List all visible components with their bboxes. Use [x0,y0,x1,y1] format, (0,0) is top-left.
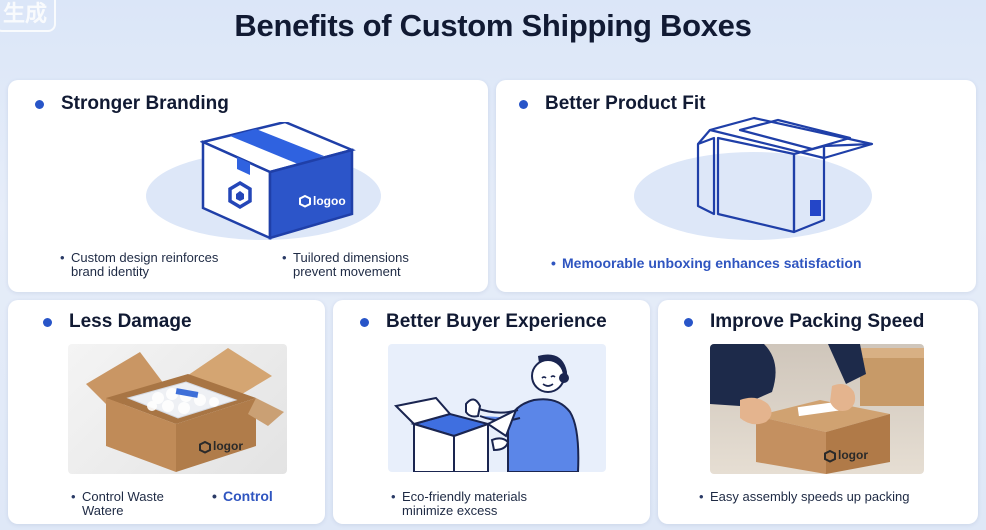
bullet-item: Tuilored dimensions prevent movement [282,251,442,279]
card-better-product-fit: Better Product Fit Memoorable unboxing e… [496,80,976,292]
card-stronger-branding: Stronger Branding logoo Custom design re… [8,80,488,292]
bullet-dot-icon [43,317,52,327]
bullet-item: Memoorable unboxing enhances satisfactio… [551,256,931,270]
card-title-text: Stronger Branding [61,93,229,114]
bullet-item: Control [212,489,302,503]
card-title: Stronger Branding [35,93,229,115]
bullet-item: Easy assembly speeds up packing [699,490,959,505]
card-better-buyer-experience: Better Buyer Experience Eco-friendly mat… [333,300,650,524]
bullet-dot-icon [519,99,528,109]
card-title-text: Less Damage [69,311,192,332]
unboxing-person-illustration [388,344,606,472]
box-logo-icon [199,440,211,454]
card-title-text: Better Buyer Experience [386,311,607,332]
box-logo-text: logor [213,439,243,453]
hexagon-logo-icon [228,180,252,210]
backdrop-ellipse [634,152,872,240]
bullet-dot-icon [35,99,44,109]
box-logo-icon [824,449,836,463]
box-label-icon [810,200,821,216]
bullet-item: Eco-friendly materials minimize excess [391,490,561,518]
card-title-text: Better Product Fit [545,93,706,114]
open-box-photo: logor [68,344,287,474]
bullet-dot-icon [360,317,369,327]
card-title-text: Improve Packing Speed [710,311,925,332]
card-title: Improve Packing Speed [684,311,924,333]
card-title: Better Buyer Experience [360,311,607,333]
open-box-outline-illustration [696,116,874,234]
card-improve-packing-speed: Improve Packing Speed logor Easy assembl… [658,300,978,524]
bullet-item: Custom design reinforces brand identity [60,251,250,279]
bullet-item: Control Waste Watere [71,490,181,518]
corner-tag: 生成 [0,0,56,32]
packing-photo: logor [710,344,924,474]
card-less-damage: Less Damage logor Control Waste Watere C… [8,300,325,524]
card-title: Better Product Fit [519,93,705,115]
box-logo-icon [299,194,311,208]
box-logo-text: logor [838,448,868,462]
bullet-dot-icon [684,317,693,327]
page-title: Benefits of Custom Shipping Boxes [234,8,752,43]
box-logo-text: logoo [313,194,346,208]
card-title: Less Damage [43,311,192,333]
branded-box-illustration: logoo [200,122,356,240]
